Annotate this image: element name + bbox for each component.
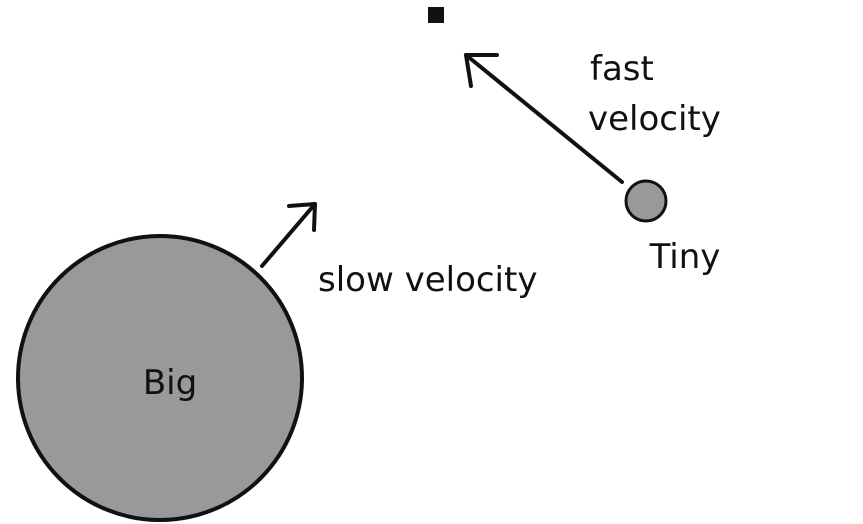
fast-velocity-label-line2: velocity	[588, 99, 721, 139]
big-body-label: Big	[143, 363, 197, 403]
fast-velocity-label-line1: fast	[590, 49, 654, 89]
square-marker	[428, 7, 444, 23]
slow-velocity-label: slow velocity	[318, 260, 537, 300]
tiny-body-circle	[624, 179, 668, 223]
big-body-circle	[16, 234, 304, 522]
slow-velocity-arrow	[260, 202, 317, 268]
fast-velocity-arrow	[464, 53, 624, 184]
tiny-body-label: Tiny	[649, 237, 721, 277]
